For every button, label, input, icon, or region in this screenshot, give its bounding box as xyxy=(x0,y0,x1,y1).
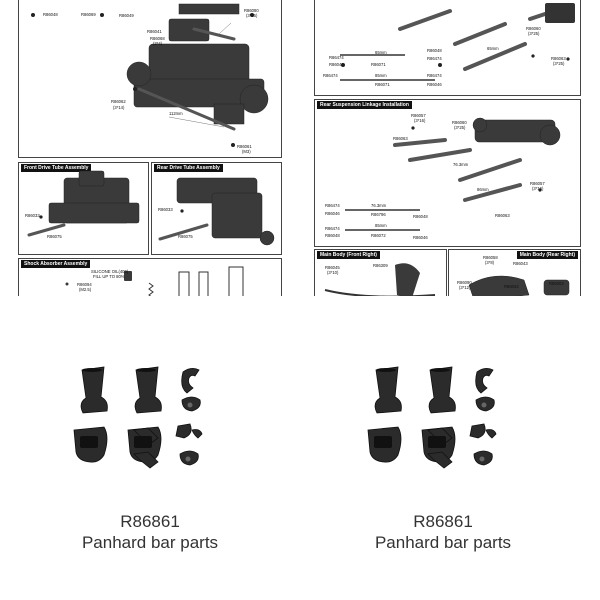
part-label: R86049 xyxy=(119,13,134,18)
part-label: (3*16) xyxy=(414,118,426,123)
part-label: (3*25) xyxy=(553,61,565,66)
part-number: R86861 xyxy=(413,512,473,531)
main-body-front-right-panel: Main Body (Front Right) R86045 (3*10) R8… xyxy=(314,249,447,296)
part-label: R86474 xyxy=(427,56,442,61)
part-label: R86046 xyxy=(329,62,344,67)
panhard-parts-photo xyxy=(73,366,203,469)
part-label: R86080 xyxy=(244,8,259,13)
part-label: R86062 xyxy=(111,99,126,104)
part-label: (3*4) xyxy=(153,41,163,46)
part-label: R86043 xyxy=(513,261,528,266)
part-label: R86045 xyxy=(325,265,340,270)
instruction-label: SILICONE OIL(400) xyxy=(91,269,129,274)
panel-title: Rear Drive Tube Assembly xyxy=(154,164,223,172)
rear-drive-tube-diagram xyxy=(158,177,275,246)
part-label: R86063 xyxy=(495,213,510,218)
part-label: R86046 xyxy=(325,211,340,216)
panel-title: Main Body (Front Right) xyxy=(317,251,380,259)
dimension-label: 85mm xyxy=(375,223,387,228)
part-label: R86072 xyxy=(371,233,386,238)
part-label: R86474 xyxy=(323,73,338,78)
part-label: R86041 xyxy=(147,29,162,34)
part-label: R86094 xyxy=(77,282,92,287)
rear-suspension-diagram xyxy=(345,117,561,231)
part-label: R86048 xyxy=(43,12,58,17)
instruction-label: FILL UP TO 80% xyxy=(93,274,125,279)
part-label: R86069 xyxy=(81,12,96,17)
part-label: (3*14) xyxy=(113,105,125,110)
main-body-rear-diagram xyxy=(468,275,570,296)
panel-title: Main Body (Rear Right) xyxy=(516,251,578,259)
linkage-rods-diagram xyxy=(340,3,575,81)
part-label: R86033 xyxy=(158,207,173,212)
part-label: R86057 xyxy=(530,181,545,186)
part-label: R86075 xyxy=(47,234,62,239)
part-label: (3*10) xyxy=(327,270,339,275)
part-label: R86057 xyxy=(411,113,426,118)
part-label: R86060 xyxy=(526,26,541,31)
part-label: R86042 xyxy=(504,284,519,289)
part-label: R86058 xyxy=(483,255,498,260)
panel-title: Front Drive Tube Assembly xyxy=(21,164,92,172)
part-label: R86068 xyxy=(150,36,165,41)
part-label: R86033 xyxy=(25,213,40,218)
part-label: (3*8) xyxy=(485,260,495,265)
product-caption-left: R86861 Panhard bar parts xyxy=(0,512,300,554)
part-label: R86090 xyxy=(457,280,472,285)
dimension-label: 85mm xyxy=(375,73,387,78)
part-name: Panhard bar parts xyxy=(374,533,512,552)
part-label: R86048 xyxy=(427,48,442,53)
part-number: R86861 xyxy=(120,512,180,531)
part-label: R86796 xyxy=(371,212,386,217)
part-label: (3*12) xyxy=(459,285,471,290)
dimension-label: 76.3mm xyxy=(453,162,469,167)
part-label: R86071 xyxy=(375,82,390,87)
part-label: R86048 xyxy=(413,214,428,219)
front-drive-tube-panel: Front Drive Tube Assembly R86033 R86075 xyxy=(18,162,149,255)
part-label: R86474 xyxy=(325,226,340,231)
panel-title: Shock Absorber Assembly xyxy=(21,260,91,268)
part-label: (3*25) xyxy=(246,13,258,18)
front-axle-panel: R86048 R86069 R86049 R86080 (3*25) R8604… xyxy=(18,0,282,158)
part-label: R86071 xyxy=(371,62,386,67)
part-label: R86063 xyxy=(393,136,408,141)
part-label: R86060 xyxy=(452,120,467,125)
part-label: R86003 xyxy=(549,281,564,286)
dimension-label: 112mm xyxy=(169,111,183,116)
rear-linkage-top-panel: R86060 (3*25) R86063 (3*25) 65mm R86048 … xyxy=(314,0,581,96)
rear-suspension-linkage-panel: Rear Suspension Linkage Installation R86… xyxy=(314,99,581,247)
dimension-label: 76.3mm xyxy=(371,203,387,208)
panhard-parts-photo xyxy=(367,366,497,469)
part-label: (M3) xyxy=(242,149,251,154)
part-label: (M2.5) xyxy=(79,287,92,292)
dimension-label: 86mm xyxy=(477,187,489,192)
instruction-sheet-right: R86060 (3*25) R86063 (3*25) 65mm R86048 … xyxy=(302,0,600,296)
part-label: (3*25) xyxy=(528,31,540,36)
part-label: R86309 xyxy=(373,263,388,268)
part-label: (3*16) xyxy=(532,186,544,191)
main-body-front-diagram xyxy=(324,263,436,296)
part-label: (3*25) xyxy=(454,125,466,130)
part-label: R86063 xyxy=(551,56,566,61)
dimension-label: 65mm xyxy=(375,50,387,55)
product-caption-right: R86861 Panhard bar parts xyxy=(293,512,593,554)
part-label: R86061 xyxy=(237,144,252,149)
part-label: R86474 xyxy=(427,73,442,78)
front-drive-tube-diagram xyxy=(27,170,140,237)
main-body-rear-right-panel: Main Body (Rear Right) R86058 (3*8) R860… xyxy=(448,249,581,296)
part-label: R86046 xyxy=(427,82,442,87)
part-label: R86075 xyxy=(178,234,193,239)
part-label: R86048 xyxy=(325,233,340,238)
shock-absorber-panel: Shock Absorber Assembly R86094 (M2.5) SI… xyxy=(18,258,282,296)
part-name: Panhard bar parts xyxy=(81,533,219,552)
front-axle-diagram xyxy=(31,3,269,147)
part-label: R86474 xyxy=(329,55,344,60)
shock-absorber-diagram xyxy=(65,266,244,296)
dimension-label: 65mm xyxy=(487,46,499,51)
part-label: R86474 xyxy=(325,203,340,208)
instruction-sheet-left: R86048 R86069 R86049 R86080 (3*25) R8604… xyxy=(0,0,298,296)
panel-title: Rear Suspension Linkage Installation xyxy=(317,101,412,109)
part-label: R86046 xyxy=(413,235,428,240)
rear-drive-tube-panel: Rear Drive Tube Assembly R86033 R86075 xyxy=(151,162,282,255)
